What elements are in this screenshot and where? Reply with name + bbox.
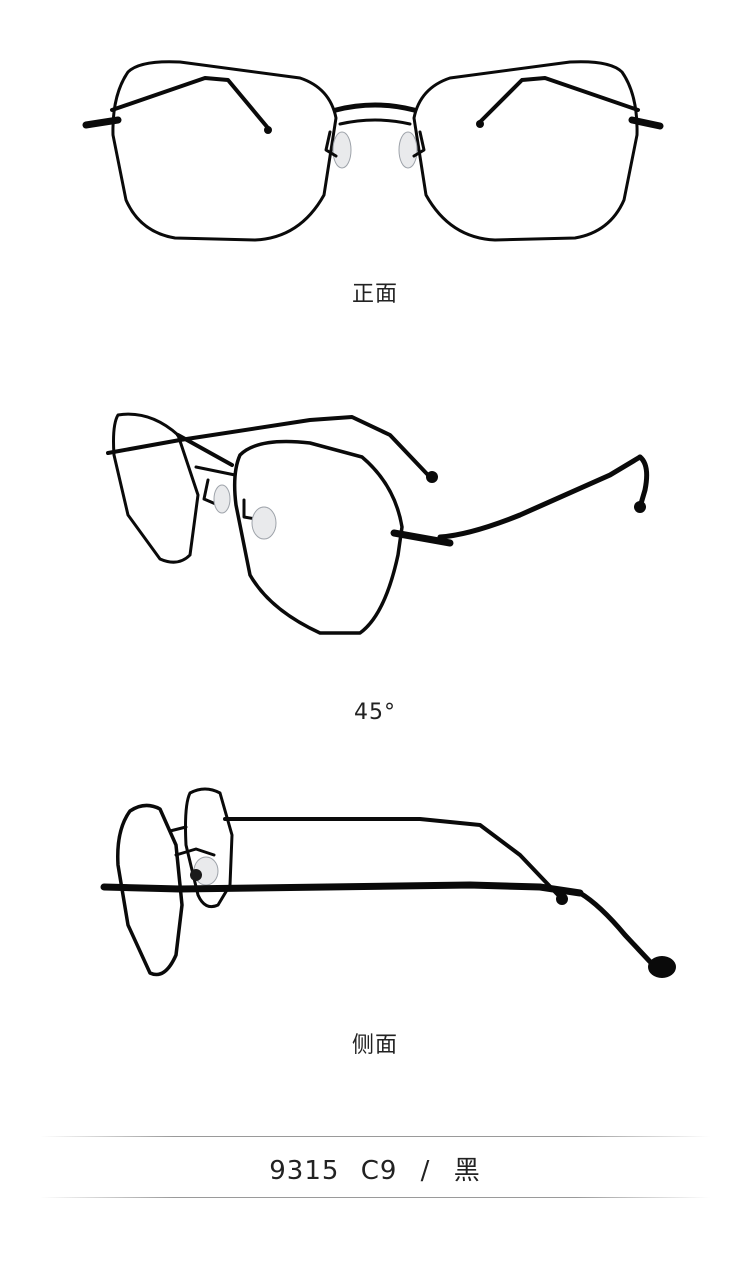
glasses-angle-illustration (106, 412, 650, 635)
bottom-divider (40, 1197, 710, 1198)
front-view-label: 正面 (351, 282, 398, 307)
front-view-image (0, 0, 750, 260)
model-number: 9315 (269, 1156, 340, 1186)
glasses-front-illustration (82, 60, 664, 242)
color-code: C9 (360, 1156, 398, 1186)
separator: / (420, 1156, 431, 1186)
top-divider (40, 1136, 710, 1137)
angle-view-image (0, 395, 750, 650)
glasses-side-illustration (100, 787, 676, 978)
side-view-label: 侧面 (351, 1033, 398, 1058)
angle-view-label: 45° (354, 700, 396, 725)
product-model-line: 9315 C9 / 黑 (0, 1150, 750, 1187)
side-view-image (0, 775, 750, 990)
color-name: 黑 (453, 1156, 481, 1186)
